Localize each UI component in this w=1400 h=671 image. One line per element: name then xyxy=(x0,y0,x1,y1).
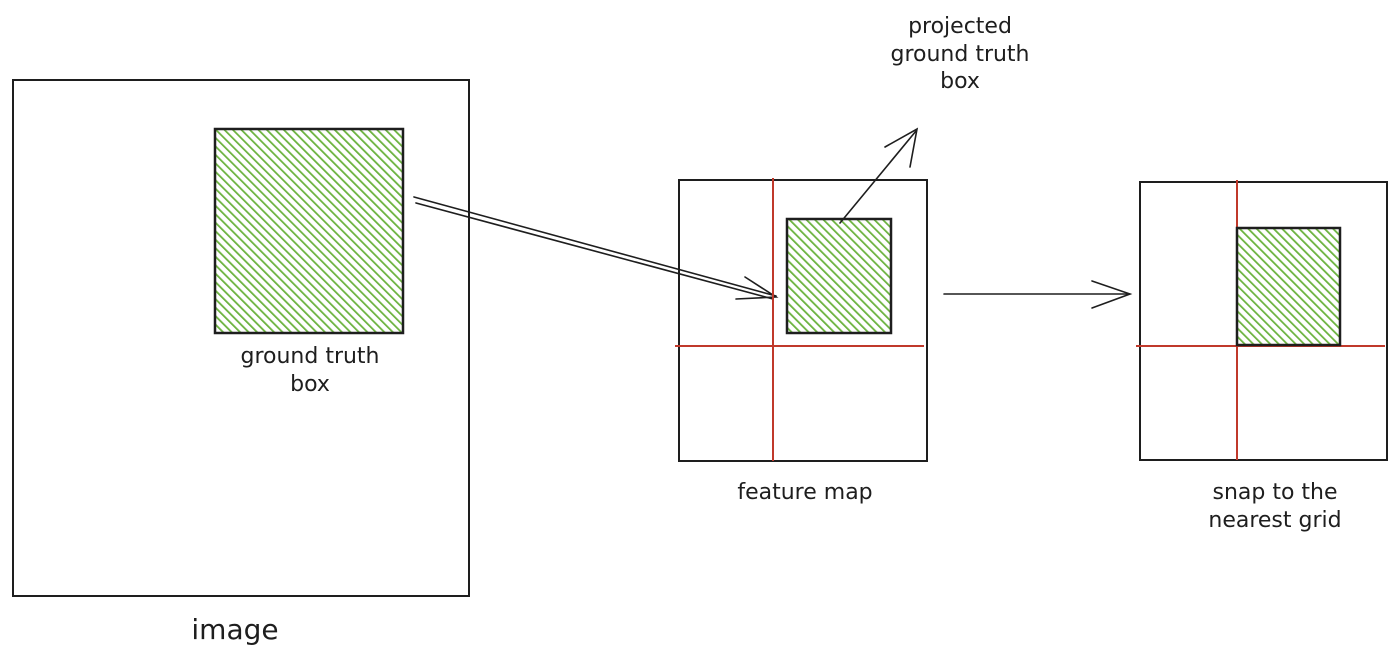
projected-label-arrow xyxy=(839,127,919,224)
ground-truth-box xyxy=(213,127,405,335)
feature-map-label: feature map xyxy=(737,480,873,505)
ground-truth-box-label: ground truth box xyxy=(240,344,380,397)
snapped-map-frame xyxy=(1139,181,1388,461)
feature-map-frame xyxy=(678,179,928,462)
projected-ground-truth-box-label: projected ground truth box xyxy=(890,14,1030,94)
feature-map-grid-lines xyxy=(675,178,924,461)
image-frame xyxy=(12,79,470,597)
snap-arrow xyxy=(943,280,1133,309)
snap-to-nearest-grid-label: snap to the nearest grid xyxy=(1208,480,1342,533)
projected-ground-truth-box xyxy=(785,217,893,335)
projection-arrow xyxy=(413,196,779,300)
snapped-ground-truth-box xyxy=(1235,226,1342,347)
image-label: image xyxy=(191,613,279,646)
